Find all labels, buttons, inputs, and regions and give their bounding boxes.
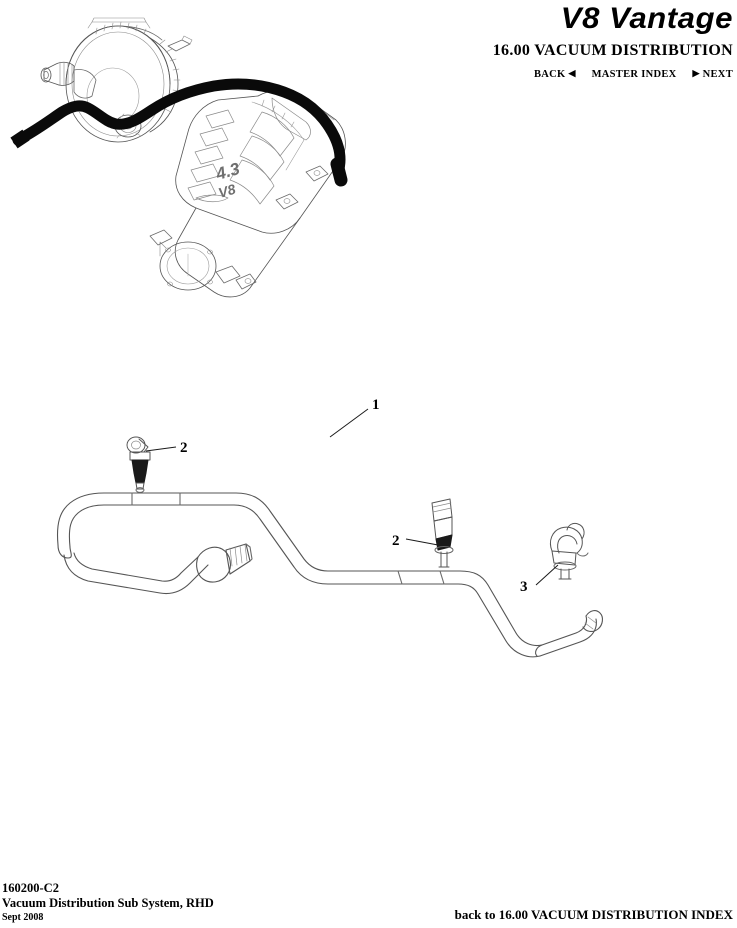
footer-date: Sept 2008 [2,912,44,923]
callout-number-2a: 2 [180,440,188,456]
leader-line-2b [405,538,439,546]
p-clip-item-3 [549,522,589,580]
callout-leader-lines [145,408,559,586]
manifold-emboss-engine: V8 [216,181,237,201]
navigation-bar: BACK ◀ MASTER INDEX ▶ NEXT [313,68,733,80]
callout-number-3: 3 [520,579,528,595]
hose-end-elbow-connector [535,610,603,657]
callout-number-1: 1 [372,397,380,413]
next-link[interactable]: NEXT [702,69,733,80]
footer-part-number: 160200-C2 [2,881,59,895]
figure-vacuum-hose-assembly: 1 2 2 3 [40,395,680,665]
next-arrow-icon[interactable]: ▶ [692,68,700,78]
page-header: V8 Vantage 16.00 VACUUM DISTRIBUTION BAC… [313,0,733,80]
page-title: 16.00 VACUUM DISTRIBUTION [492,42,733,59]
master-index-link[interactable]: MASTER INDEX [591,69,677,80]
hose-item-1 [56,492,543,658]
brand-logo: V8 Vantage [560,2,733,35]
callout-number-2b: 2 [392,533,400,549]
figure-brake-servo-and-manifold: 4.3 V8 [0,4,400,314]
hose-branch-with-fitting [63,543,253,595]
clip-item-2-right [431,498,454,568]
manifold-emboss-displacement: 4.3 [213,159,242,184]
leader-line-1 [329,408,369,438]
back-to-index-link[interactable]: back to 16.00 VACUUM DISTRIBUTION INDEX [454,907,733,922]
clip-item-2-left [126,436,151,493]
black-vacuum-hose [10,78,348,187]
page-footer-left: 160200-C2 Vacuum Distribution Sub System… [2,881,214,924]
back-arrow-icon[interactable]: ◀ [568,68,576,78]
leader-line-2a [145,446,177,452]
leader-line-3 [535,564,559,586]
back-link[interactable]: BACK [533,69,566,80]
footer-description: Vacuum Distribution Sub System, RHD [2,896,214,910]
